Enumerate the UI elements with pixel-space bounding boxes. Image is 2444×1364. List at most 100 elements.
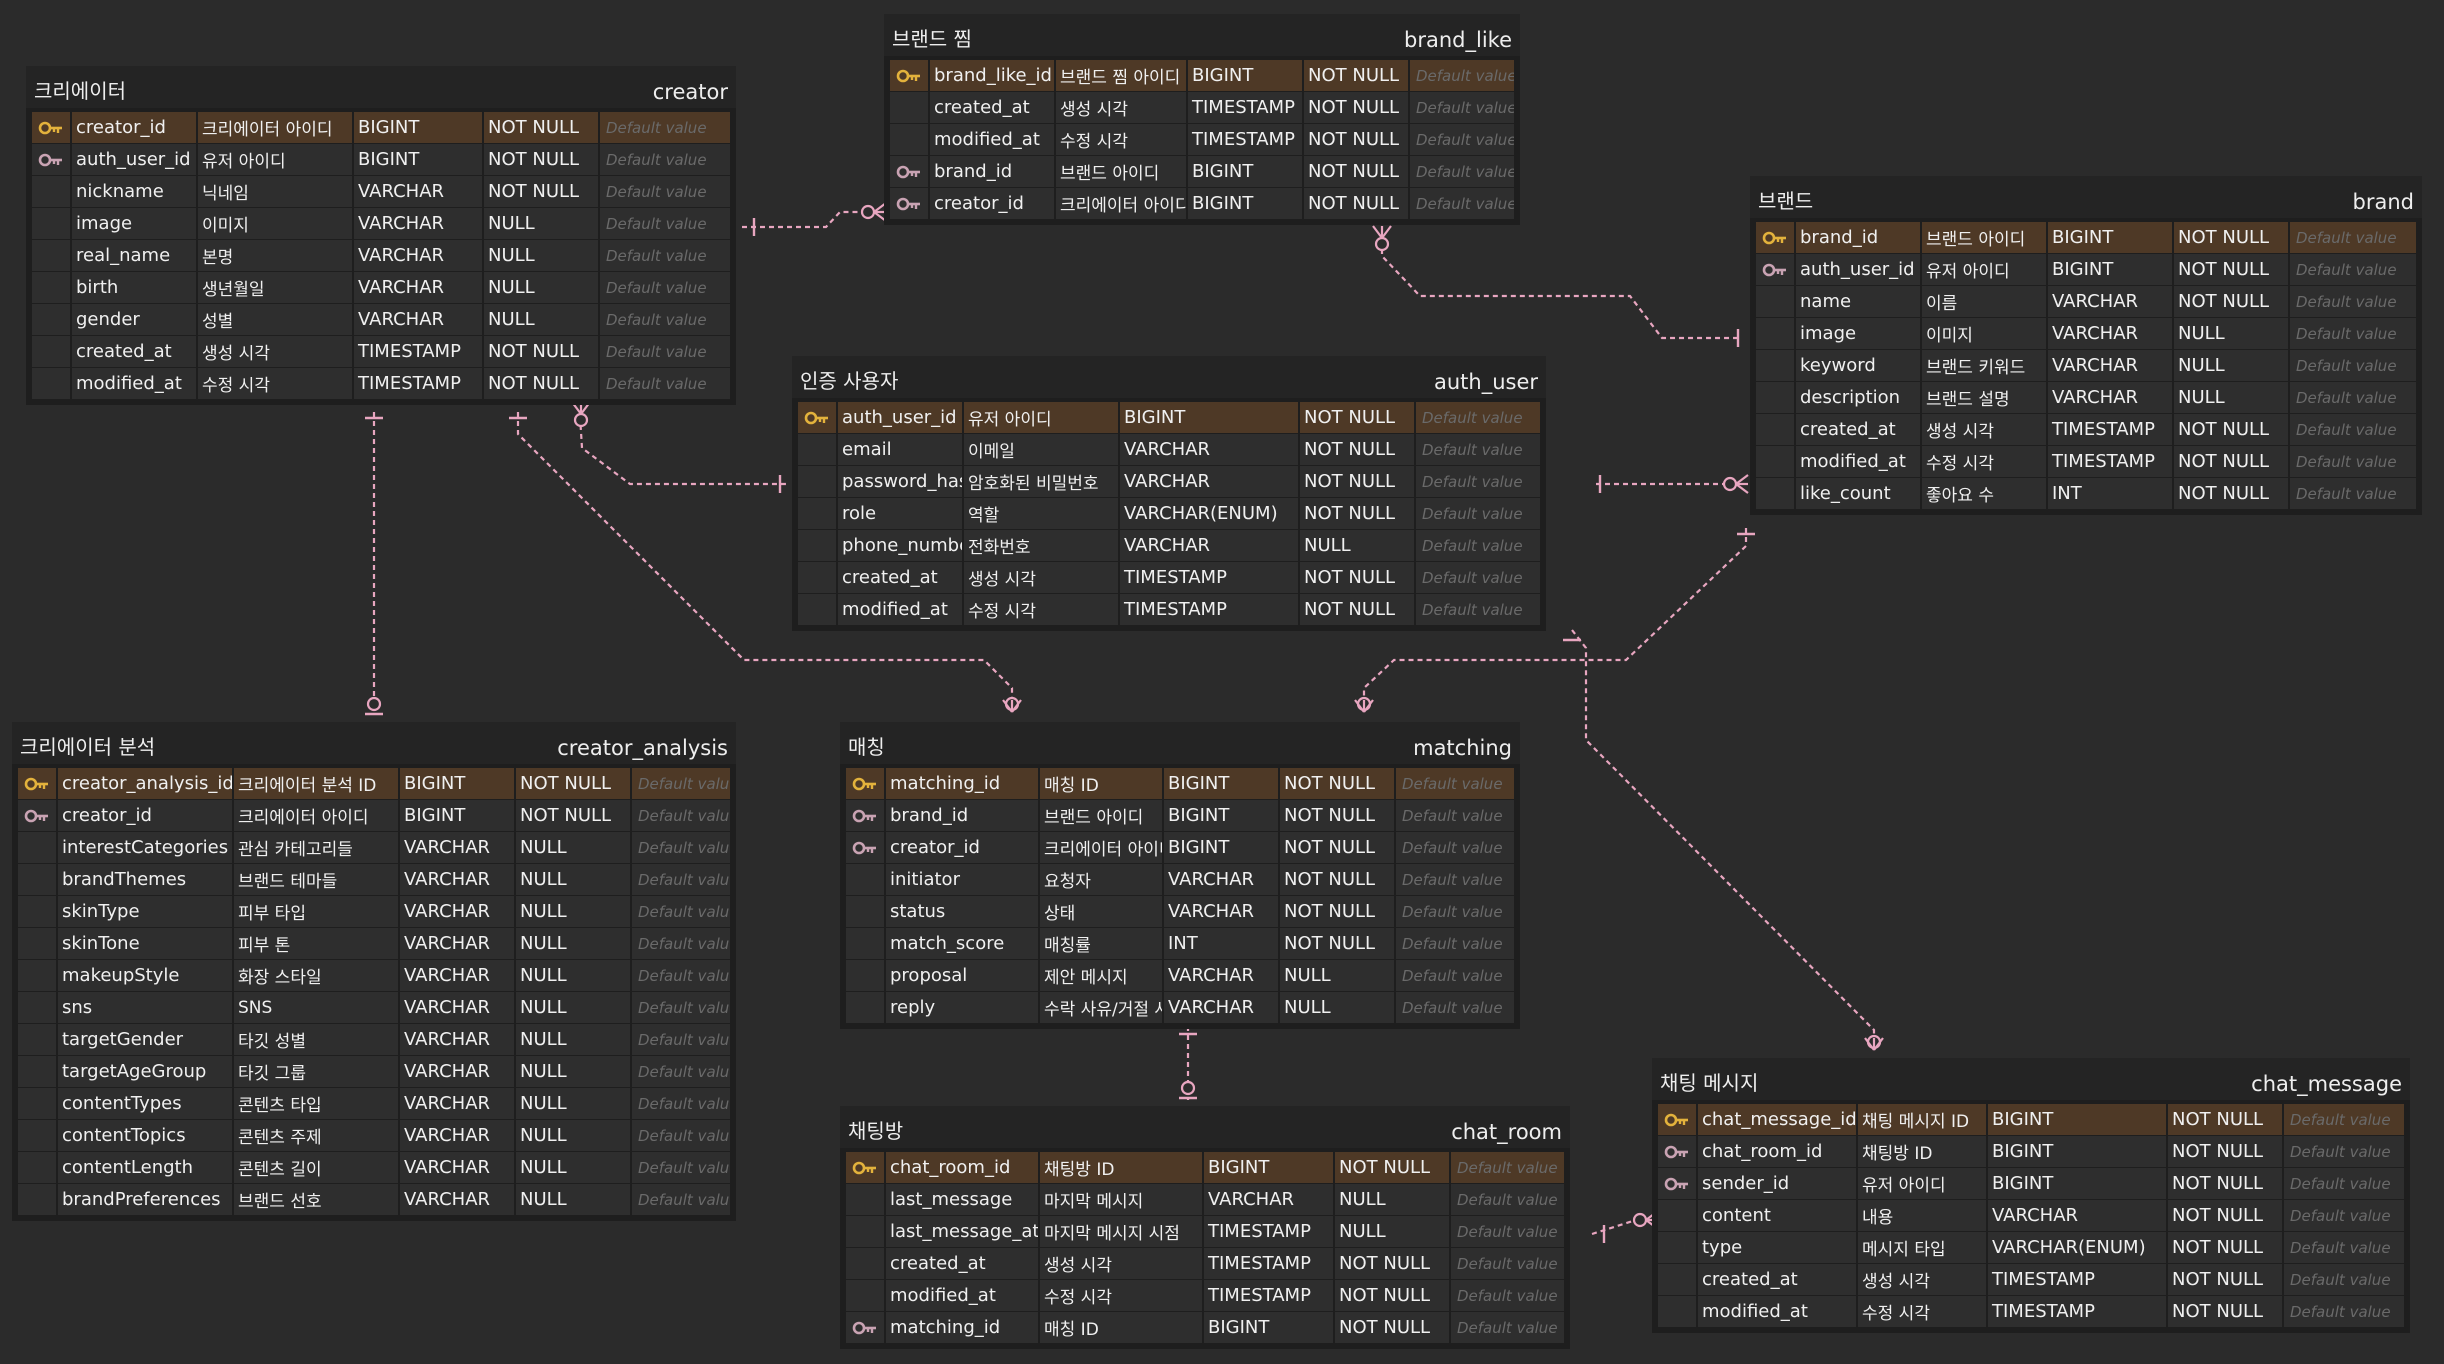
key-cell — [1756, 478, 1796, 509]
column-nullability: NULL — [484, 240, 600, 271]
column-comment: 피부 타입 — [234, 896, 400, 927]
column-nullability: NOT NULL — [1304, 60, 1410, 91]
column-name: creator_analysis_id — [58, 768, 234, 799]
column-comment: 이름 — [1922, 286, 2048, 317]
column-default: Default value — [638, 838, 730, 857]
relation-many-mark — [1381, 225, 1392, 239]
column-comment: SNS — [234, 992, 400, 1023]
relation-optional-mark — [1866, 1034, 1882, 1050]
key-cell — [1756, 222, 1796, 253]
column-type: VARCHAR — [400, 864, 516, 895]
relation-line — [1380, 240, 1742, 340]
column-row[interactable]: phone_number전화번호VARCHARNULLDefault value — [798, 530, 1540, 561]
key-cell — [32, 112, 72, 143]
column-name: real_name — [72, 240, 198, 271]
key-cell — [18, 1056, 58, 1087]
key-cell — [798, 594, 838, 625]
primary-key-icon — [1762, 231, 1786, 244]
column-comment: 수정 시각 — [1922, 446, 2048, 477]
